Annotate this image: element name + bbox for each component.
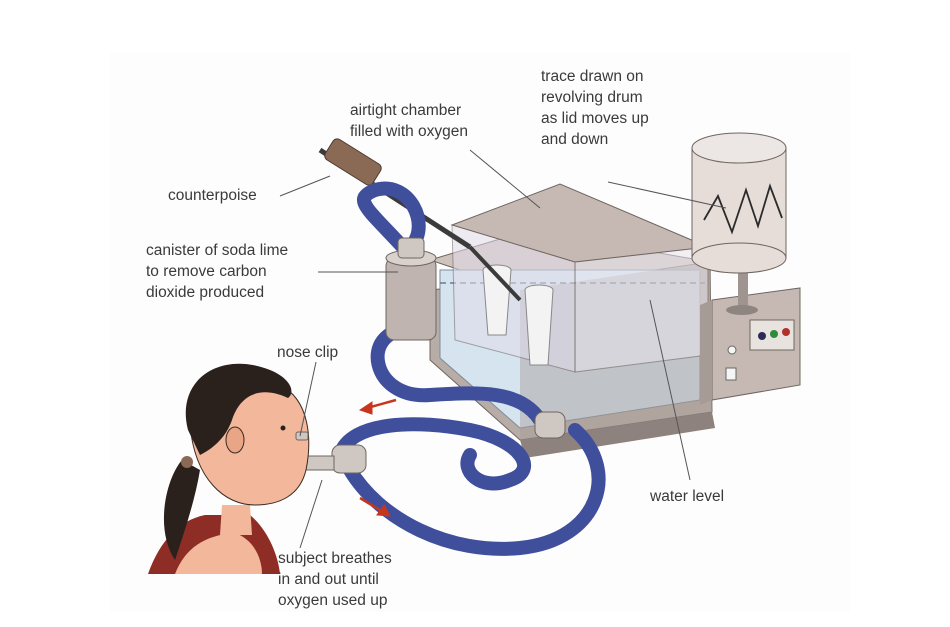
airflow-arrows <box>358 398 397 517</box>
oxygen-chamber <box>450 183 710 373</box>
label-water-level: water level <box>650 488 725 505</box>
kymograph-drum <box>691 132 801 405</box>
trace-line <box>703 183 783 235</box>
soda-lime-canister <box>385 237 437 341</box>
label-canister: canister of soda lime to remove carbon d… <box>146 242 289 301</box>
breathing-tubes <box>333 181 606 556</box>
label-subject: subject breathes in and out until oxygen… <box>278 550 392 609</box>
tube-connectors <box>303 411 566 474</box>
label-airtight-chamber: airtight chamber filled with oxygen <box>350 102 469 140</box>
label-counterpoise: counterpoise <box>168 187 257 204</box>
label-trace: trace drawn on revolving drum as lid mov… <box>541 68 649 148</box>
label-nose-clip: nose clip <box>277 344 339 361</box>
leader-lines <box>279 149 727 549</box>
subject-person <box>148 363 310 574</box>
counterpoise-arm <box>318 138 522 302</box>
